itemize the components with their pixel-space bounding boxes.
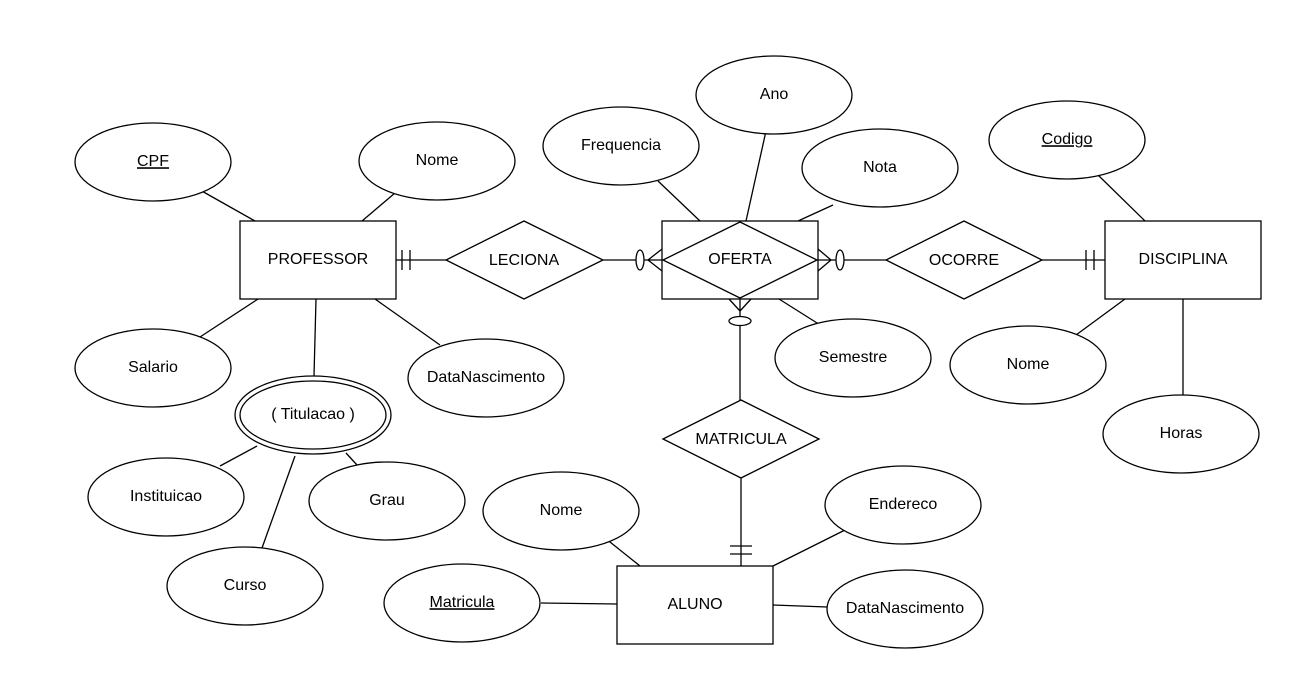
attribute-professor-nome-label: Nome [416, 152, 459, 169]
relationship-ocorre: OCORRE [884, 220, 1044, 300]
attribute-oferta-frequencia: Frequencia [542, 106, 700, 186]
attribute-disciplina-horas: Horas [1102, 394, 1260, 474]
attribute-oferta-semestre: Semestre [774, 318, 932, 398]
relationship-leciona: LECIONA [444, 220, 605, 300]
relationship-ocorre-label: OCORRE [929, 252, 999, 269]
attribute-professor-curso-label: Curso [224, 577, 267, 594]
attribute-professor-data-nascimento: DataNascimento [407, 338, 565, 418]
cardinality-marks [401, 248, 1095, 555]
attribute-professor-grau: Grau [308, 461, 466, 541]
attribute-professor-cpf: CPF [74, 122, 232, 202]
attribute-oferta-ano-label: Ano [760, 86, 789, 103]
attribute-aluno-matricula: Matricula [383, 563, 541, 643]
attribute-oferta-frequencia-label: Frequencia [581, 137, 661, 154]
attribute-professor-cpf-label: CPF [137, 153, 169, 170]
connector-lines [199, 130, 1184, 608]
attribute-disciplina-nome: Nome [949, 325, 1107, 405]
attribute-professor-data-nascimento-label: DataNascimento [427, 369, 545, 386]
attribute-oferta-nota-label: Nota [863, 159, 897, 176]
attribute-professor-salario: Salario [74, 328, 232, 408]
attribute-oferta-ano: Ano [695, 55, 853, 135]
entity-disciplina-label: DISCIPLINA [1139, 251, 1228, 268]
attribute-oferta-semestre-label: Semestre [819, 349, 888, 366]
entity-disciplina: DISCIPLINA [1104, 220, 1262, 300]
attribute-aluno-endereco-label: Endereco [869, 496, 938, 513]
entity-professor-label: PROFESSOR [268, 251, 368, 268]
attribute-disciplina-horas-label: Horas [1160, 425, 1203, 442]
attribute-aluno-matricula-label: Matricula [430, 594, 495, 611]
attribute-aluno-data-nascimento-label: DataNascimento [846, 600, 964, 617]
attribute-aluno-data-nascimento: DataNascimento [826, 569, 984, 649]
attribute-professor-titulacao-label: ( Titulacao ) [271, 406, 355, 423]
attribute-aluno-nome: Nome [482, 471, 640, 551]
attribute-professor-curso: Curso [166, 546, 324, 626]
entity-aluno: ALUNO [616, 565, 774, 645]
entity-oferta: OFERTA [661, 220, 819, 300]
entity-aluno-label: ALUNO [667, 596, 722, 613]
attribute-disciplina-codigo-label: Codigo [1042, 131, 1093, 148]
relationship-matricula-label: MATRICULA [695, 431, 787, 448]
attribute-professor-instituicao: Instituicao [87, 457, 245, 537]
attribute-disciplina-nome-label: Nome [1007, 356, 1050, 373]
attribute-professor-instituicao-label: Instituicao [130, 488, 202, 505]
attribute-aluno-endereco: Endereco [824, 465, 982, 545]
attribute-professor-nome: Nome [358, 121, 516, 201]
attribute-professor-grau-label: Grau [369, 492, 405, 509]
entity-professor: PROFESSOR [239, 220, 397, 300]
attribute-disciplina-codigo: Codigo [988, 100, 1146, 180]
attribute-aluno-nome-label: Nome [540, 502, 583, 519]
attribute-oferta-nota: Nota [801, 128, 959, 208]
attribute-professor-salario-label: Salario [128, 359, 178, 376]
relationship-matricula: MATRICULA [661, 399, 821, 479]
entity-oferta-label: OFERTA [708, 251, 772, 268]
relationship-leciona-label: LECIONA [489, 252, 560, 269]
attribute-professor-titulacao: ( Titulacao ) [234, 375, 392, 455]
